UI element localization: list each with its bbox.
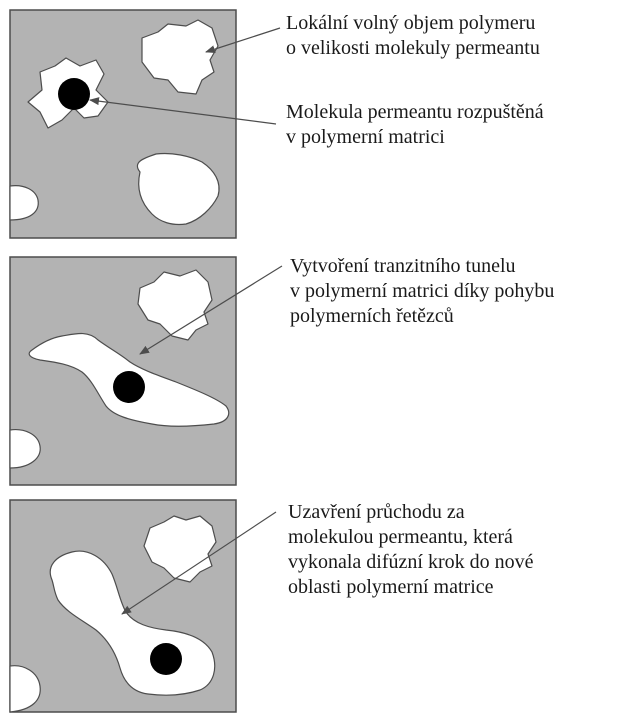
permeant-molecule-1 xyxy=(58,78,90,110)
caption-free-volume: Lokální volný objem polymeru o velikosti… xyxy=(286,12,540,59)
caption-tunnel: Vytvoření tranzitního tunelu v polymerní… xyxy=(290,255,559,327)
caption-molecule: Molekula permeantu rozpuštěná v polymern… xyxy=(286,101,549,148)
caption-passage: Uzavření průchodu za molekulou permeantu… xyxy=(288,501,539,598)
caption-tunnel-line-1: Vytvoření tranzitního tunelu xyxy=(290,255,516,277)
caption-passage-line-2: molekulou permeantu, která xyxy=(288,526,513,548)
caption-molecule-line-1: Molekula permeantu rozpuštěná xyxy=(286,101,544,123)
caption-passage-line-3: vykonala difúzní krok do nové xyxy=(288,551,534,573)
permeant-molecule-2 xyxy=(113,371,145,403)
caption-tunnel-line-2: v polymerní matrici díky pohybu xyxy=(290,280,554,302)
caption-passage-line-4: oblasti polymerní matrice xyxy=(288,576,494,598)
caption-free-volume-line-1: Lokální volný objem polymeru xyxy=(286,12,535,34)
caption-tunnel-line-3: polymerních řetězců xyxy=(290,305,454,327)
caption-passage-line-1: Uzavření průchodu za xyxy=(288,501,465,523)
permeant-molecule-3 xyxy=(150,643,182,675)
panel-3 xyxy=(10,500,236,712)
panel-2 xyxy=(10,257,236,485)
caption-molecule-line-2: v polymerní matrici xyxy=(286,126,445,148)
panel-1 xyxy=(10,10,236,238)
caption-free-volume-line-2: o velikosti molekuly permeantu xyxy=(286,37,540,59)
